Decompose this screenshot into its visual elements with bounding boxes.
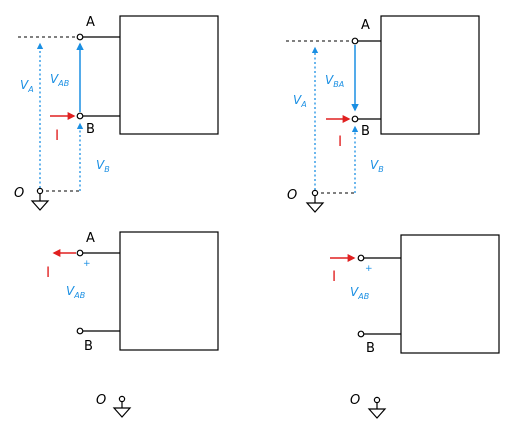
device-box <box>380 15 480 135</box>
ground-icon <box>30 194 50 211</box>
node-b-label: B <box>366 341 375 356</box>
plus-sign: + <box>365 264 373 274</box>
terminal-icon <box>311 189 319 197</box>
terminal-icon <box>357 330 365 338</box>
voltage-label: VA <box>293 93 307 109</box>
terminal-icon <box>76 327 84 335</box>
current-label: I <box>332 269 336 285</box>
device-box <box>119 15 219 135</box>
terminal-icon <box>76 112 84 120</box>
terminal-icon <box>351 115 359 123</box>
plus-sign: + <box>83 259 91 269</box>
node-b-label: B <box>361 124 370 139</box>
ground-icon <box>112 402 132 418</box>
origin-label: O <box>350 393 360 408</box>
node-a-label: A <box>86 15 95 30</box>
ground-icon <box>305 196 325 213</box>
terminal-icon <box>357 254 365 262</box>
panel-bottom-left: A B + I VAB O <box>46 231 219 418</box>
node-b-label: B <box>86 122 95 137</box>
voltage-label: VA <box>20 78 34 94</box>
origin-label: O <box>14 186 24 201</box>
node-a-label: A <box>361 18 370 33</box>
terminal-icon <box>351 37 359 45</box>
voltage-label: VAB <box>350 285 369 301</box>
current-label: I <box>338 134 342 150</box>
voltage-label: VB <box>96 158 110 174</box>
node-a-label: A <box>86 231 95 246</box>
voltage-label: VBA <box>325 73 344 89</box>
terminal-icon <box>373 396 381 404</box>
terminal-icon <box>76 249 84 257</box>
origin-label: O <box>287 188 297 203</box>
panel-top-left: A B VA VAB VB I O <box>14 15 219 211</box>
voltage-label: VAB <box>50 72 69 88</box>
origin-label: O <box>96 393 106 408</box>
node-b-label: B <box>84 339 93 354</box>
panel-bottom-right: B + I VAB O <box>330 234 500 419</box>
current-label: I <box>46 265 50 281</box>
device-box <box>119 231 219 351</box>
terminal-icon <box>118 395 126 403</box>
voltage-label: VB <box>370 158 384 174</box>
terminal-icon <box>36 187 44 195</box>
device-box <box>400 234 500 354</box>
voltage-label: VAB <box>66 284 85 300</box>
current-label: I <box>55 128 59 144</box>
panel-top-right: A B VA VBA VB I O <box>286 15 480 213</box>
ground-icon <box>367 403 387 419</box>
terminal-icon <box>76 33 84 41</box>
